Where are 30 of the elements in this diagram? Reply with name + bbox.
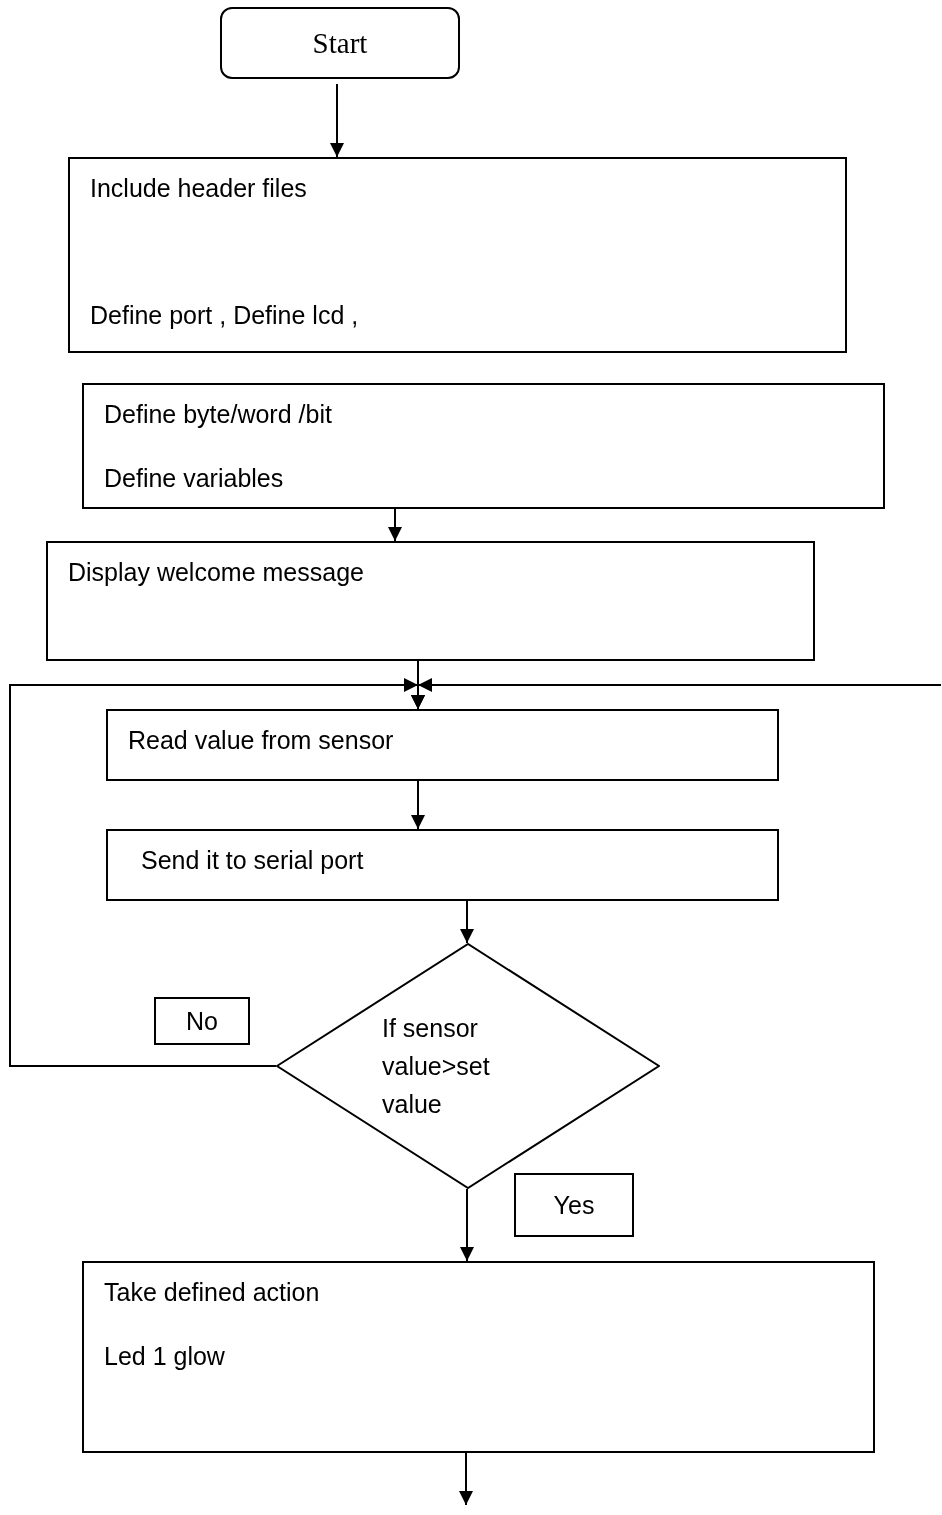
- decision-diamond: [276, 943, 660, 1189]
- arrow: [411, 678, 942, 710]
- process-box: [106, 829, 779, 901]
- arrow: [388, 508, 402, 542]
- step-text: Take defined action: [104, 1277, 320, 1307]
- arrow: [411, 780, 425, 830]
- step-text: Define byte/word /bit: [104, 399, 332, 429]
- arrow: [460, 1188, 474, 1262]
- step-text: Define port , Define lcd ,: [90, 300, 359, 330]
- process-box: [68, 157, 847, 353]
- step-text: Include header files: [90, 173, 307, 203]
- process-box: [106, 709, 779, 781]
- step-text: Display welcome message: [68, 557, 364, 587]
- process-box: [82, 383, 885, 509]
- process-box: [46, 541, 815, 661]
- start-terminal: [220, 7, 460, 79]
- process-box: [82, 1261, 875, 1453]
- branch-label-box: [154, 997, 250, 1045]
- arrow: [459, 1452, 473, 1506]
- step-text: Define variables: [104, 463, 284, 493]
- branch-label: Yes: [553, 1190, 595, 1220]
- step-text: Send it to serial port: [141, 845, 364, 875]
- step-text: Led 1 glow: [104, 1341, 225, 1371]
- step-text: Read value from sensor: [128, 725, 394, 755]
- start-label: Start: [312, 28, 368, 58]
- arrow: [460, 900, 474, 944]
- branch-label-box: [514, 1173, 634, 1237]
- step-text: If sensor value>set value: [382, 1013, 491, 1120]
- branch-label: No: [186, 1006, 218, 1036]
- arrow: [330, 83, 344, 158]
